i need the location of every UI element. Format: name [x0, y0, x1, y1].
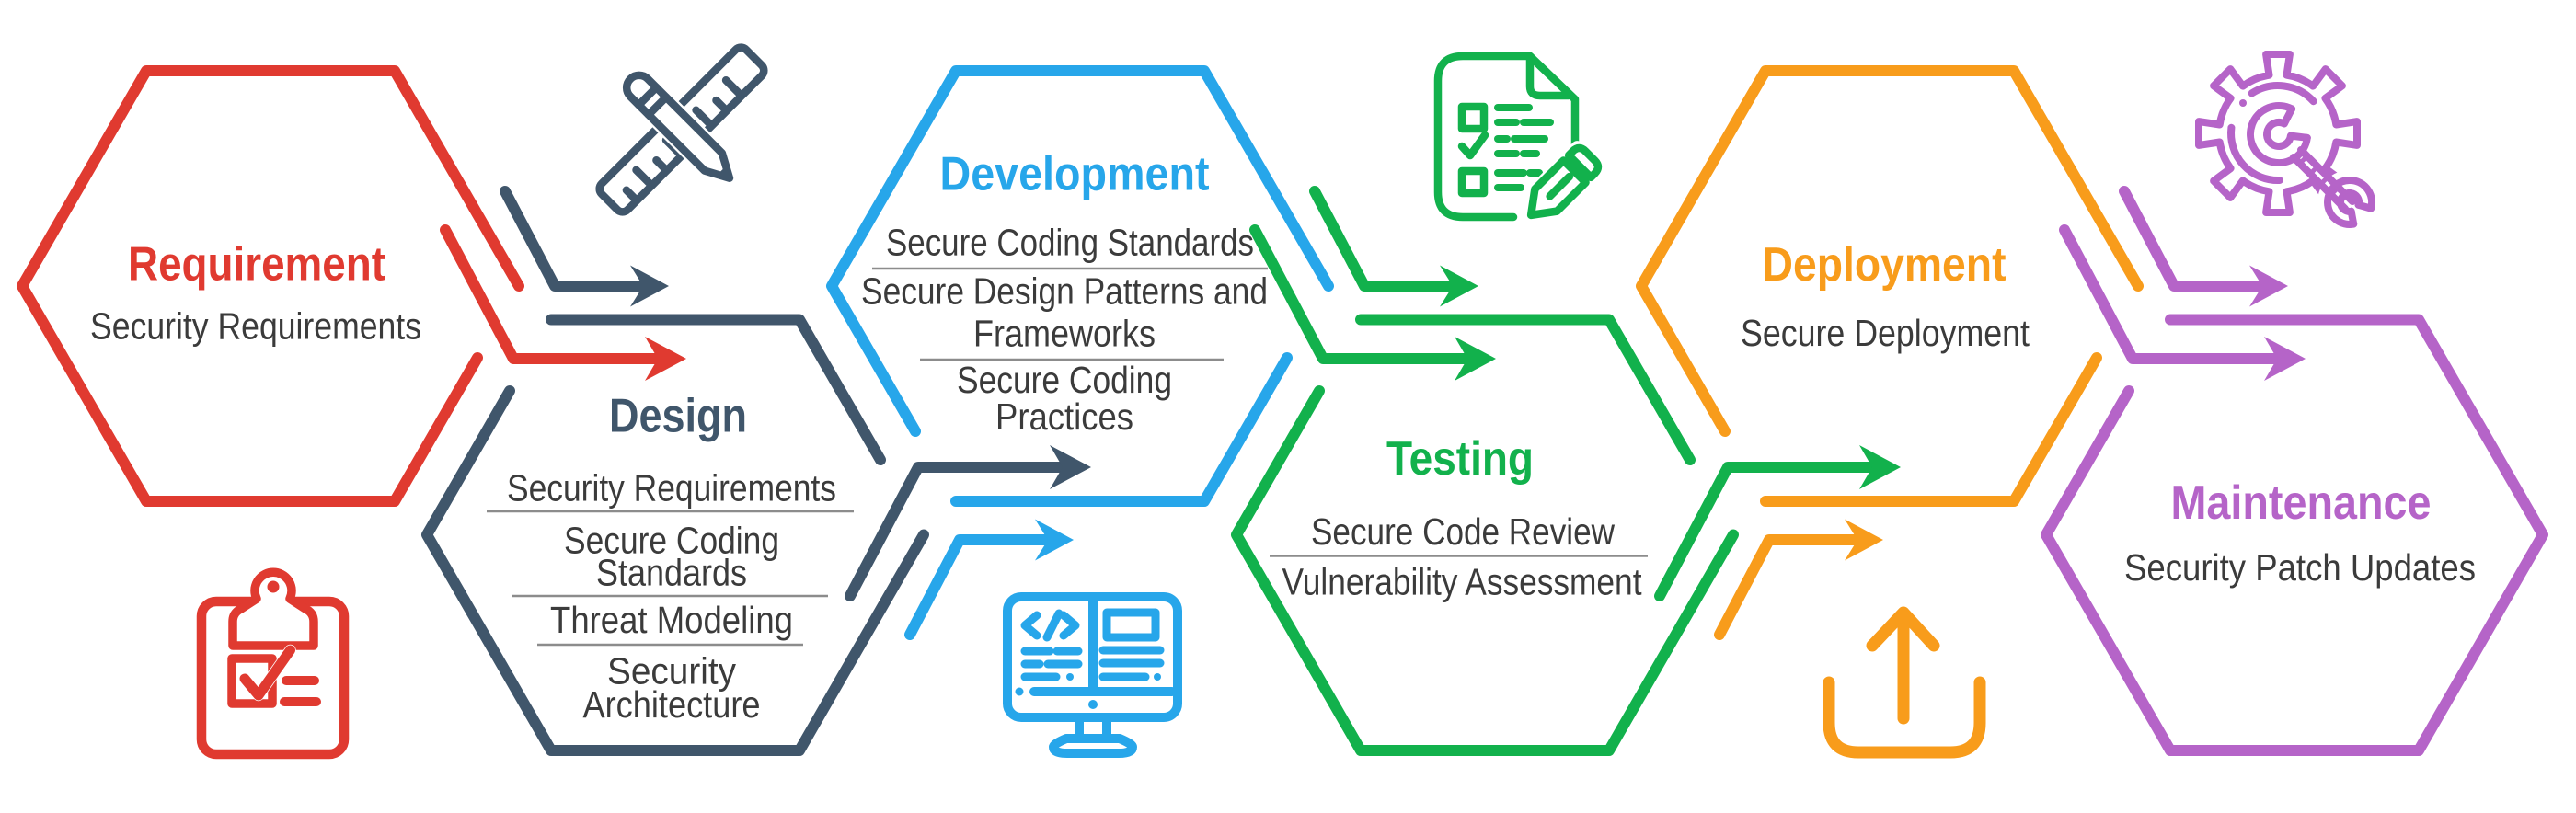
svg-text:Deployment: Deployment [1763, 238, 2007, 292]
svg-text:Vulnerability Assessment: Vulnerability Assessment [1282, 561, 1643, 603]
svg-text:Testing: Testing [1386, 432, 1534, 486]
svg-text:Secure Coding: Secure Coding [957, 359, 1172, 401]
svg-text:Secure Coding: Secure Coding [564, 519, 779, 561]
svg-text:Secure Design Patterns and: Secure Design Patterns and [861, 270, 1268, 313]
svg-text:Secure Deployment: Secure Deployment [1741, 312, 2030, 354]
svg-text:Standards: Standards [596, 552, 747, 594]
svg-text:Maintenance: Maintenance [2171, 476, 2432, 530]
svg-text:Threat Modeling: Threat Modeling [550, 599, 793, 641]
svg-text:Secure Code Review: Secure Code Review [1311, 510, 1615, 553]
svg-text:Architecture: Architecture [583, 683, 761, 726]
svg-text:Frameworks: Frameworks [973, 312, 1156, 354]
svg-text:Practices: Practices [995, 395, 1133, 438]
svg-text:Security Requirements: Security Requirements [507, 467, 836, 510]
svg-text:Security Patch Updates: Security Patch Updates [2124, 546, 2476, 589]
svg-text:Requirement: Requirement [128, 238, 385, 292]
svg-text:Security Requirements: Security Requirements [90, 305, 421, 348]
svg-text:Security: Security [607, 650, 736, 693]
svg-text:Design: Design [609, 390, 747, 443]
svg-text:Development: Development [940, 148, 1210, 201]
svg-text:Secure Coding Standards: Secure Coding Standards [886, 222, 1254, 264]
